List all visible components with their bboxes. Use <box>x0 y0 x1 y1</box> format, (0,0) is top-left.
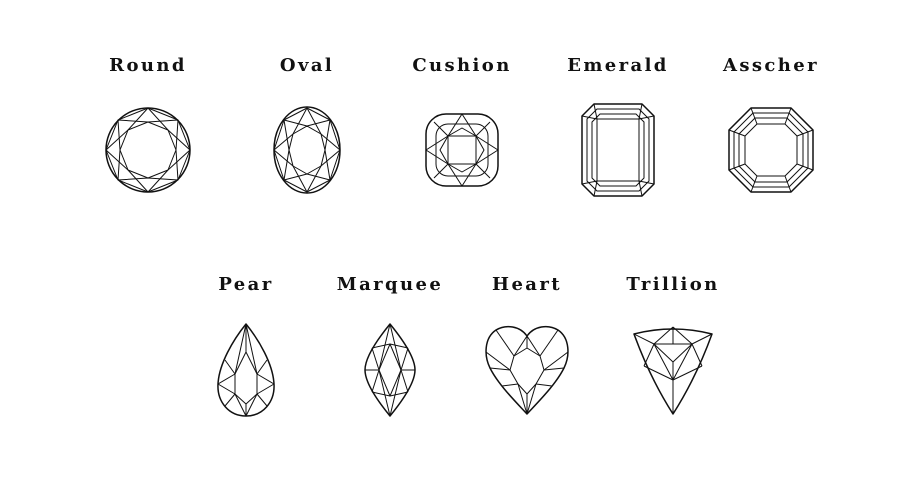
shape-label: Emerald <box>567 55 669 76</box>
cushion-gem-icon <box>425 113 499 187</box>
shape-pear: Pear <box>176 274 316 418</box>
heart-gem-icon <box>485 325 569 415</box>
shape-heart: Heart <box>457 274 597 418</box>
shape-label: Asscher <box>722 55 820 76</box>
shape-round: Round <box>78 55 218 200</box>
shape-label: Heart <box>492 274 562 295</box>
pear-gem-icon <box>217 323 275 417</box>
trillion-gem-icon <box>633 326 713 415</box>
emerald-gem-icon <box>581 103 655 197</box>
shape-cushion: Cushion <box>392 55 532 200</box>
shape-label: Cushion <box>412 55 512 76</box>
asscher-gem-icon <box>728 107 814 193</box>
shape-label: Marquee <box>336 274 444 295</box>
shape-label: Pear <box>218 274 274 295</box>
shape-emerald: Emerald <box>548 55 688 200</box>
shape-label: Trillion <box>626 274 720 295</box>
oval-gem-icon <box>273 106 341 194</box>
shape-trillion: Trillion <box>603 274 743 418</box>
shape-asscher: Asscher <box>701 55 841 200</box>
shape-label: Round <box>109 55 187 76</box>
round-gem-icon <box>105 107 191 193</box>
shape-marquee: Marquee <box>320 274 460 418</box>
shape-oval: Oval <box>237 55 377 200</box>
marquee-gem-icon <box>364 323 416 417</box>
shape-label: Oval <box>279 55 335 76</box>
